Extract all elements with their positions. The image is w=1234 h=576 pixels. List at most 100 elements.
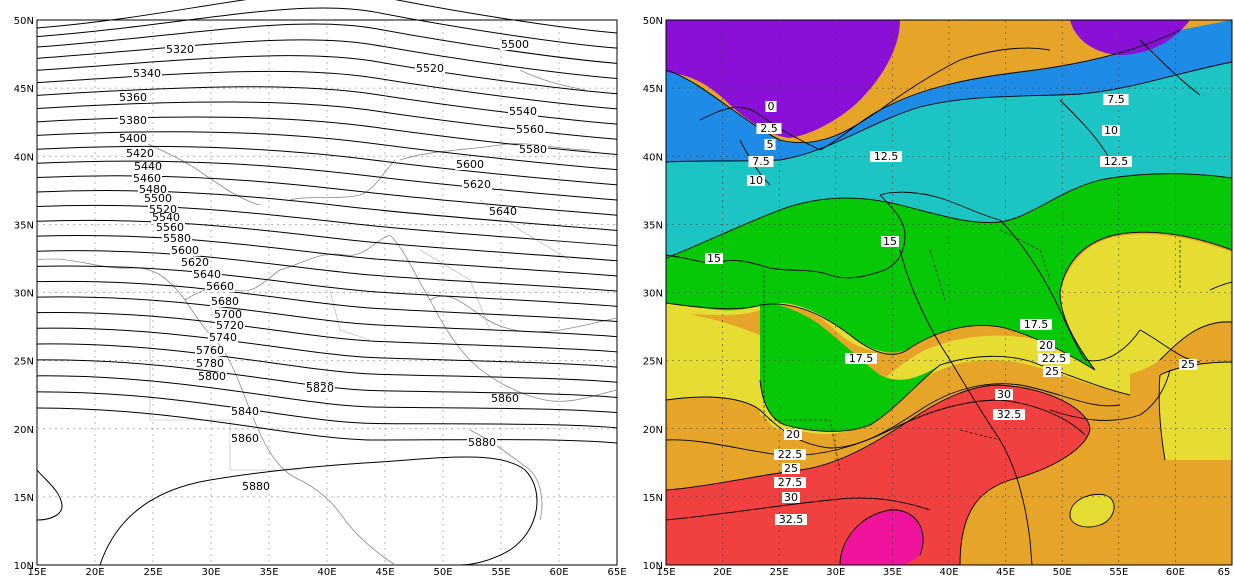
left-contour-label: 5700	[214, 308, 242, 321]
left-contour-label-bg	[125, 149, 155, 159]
left-contour-label-text: 5800	[198, 370, 226, 383]
right-contour-label: 7.5	[1107, 93, 1125, 106]
right-contour-label-bg	[1103, 94, 1129, 105]
left-contour-label-east: 5580	[519, 143, 547, 156]
right-contour-label: 30	[997, 388, 1011, 401]
right-contour-label-text: 12.5	[1104, 155, 1129, 168]
right-contour-label-bg	[756, 123, 782, 134]
left-contour-label-bg	[205, 282, 235, 292]
left-lon-tick: 55E	[491, 567, 510, 576]
right-lon-tick-text: 30E	[826, 567, 845, 576]
left-contour-label: 5320	[166, 43, 194, 56]
right-contour-label-text: 32.5	[997, 408, 1022, 421]
left-contour-label: 5440	[134, 160, 162, 173]
right-lat-tick-text: 45N	[643, 84, 663, 95]
left-contour-label: 5620	[181, 256, 209, 269]
left-lon-tick-text: 20E	[85, 567, 104, 576]
right-lon-tick: 35E	[883, 567, 902, 576]
left-contour-label-text: 5720	[216, 319, 244, 332]
right-contour-label: 12.5	[1104, 155, 1129, 168]
right-contour-label: 15	[707, 252, 721, 265]
right-contour-label-text: 20	[786, 428, 800, 441]
left-contour-label-text: 5420	[126, 147, 154, 160]
left-contour-label: 5680	[211, 295, 239, 308]
right-contour-label-bg	[775, 514, 807, 525]
right-contour-label: 20	[786, 428, 800, 441]
left-contour-label-bg	[230, 434, 260, 444]
left-contour-label: 5840	[231, 405, 259, 418]
left-gridlines	[37, 20, 617, 565]
left-contour-label: 5480	[139, 183, 167, 196]
left-lat-tick: 50N	[14, 16, 34, 27]
left-lon-tick: 50E	[433, 567, 452, 576]
left-contour-label-center-text: 5880	[242, 480, 270, 493]
left-contour-label-bg	[151, 213, 181, 223]
right-contour-label: 25	[1181, 358, 1195, 371]
right-lon-tick-text: 45E	[996, 567, 1015, 576]
right-contour-label-bg	[765, 101, 777, 112]
right-lat-tick: 15N	[643, 493, 663, 504]
left-lon-tick-text: 60E	[549, 567, 568, 576]
right-contour-label-bg	[1038, 353, 1070, 364]
right-contour-label-text: 0	[768, 100, 775, 113]
left-closed-contours	[36, 456, 538, 566]
right-lon-tick-text: 50E	[1053, 567, 1072, 576]
left-contour-label: 5720	[216, 319, 244, 332]
right-contour-label-bg	[1020, 319, 1052, 330]
left-contour-label: 5360	[119, 91, 147, 104]
left-lat-tick: 10N	[14, 561, 34, 572]
left-contour-label-bg	[208, 333, 238, 343]
left-contour-label: 5460	[133, 172, 161, 185]
right-contour-label: 30	[784, 491, 798, 504]
right-lat-tick-text: 50N	[643, 16, 663, 27]
left-contour-label-east-text: 5620	[463, 178, 491, 191]
left-lon-tick-text: 15E	[27, 567, 46, 576]
left-contour-label-text: 5380	[119, 114, 147, 127]
right-lat-tick-text: 15N	[643, 493, 663, 504]
right-contour-label: 32.5	[779, 513, 804, 526]
left-contour-label-text: 5560	[156, 221, 184, 234]
right-contour-label-bg	[1102, 125, 1120, 136]
left-contour-label-bg	[170, 246, 200, 256]
right-contour-label-text: 2.5	[760, 122, 778, 135]
left-lat-tick-text: 50N	[14, 16, 34, 27]
band-red	[666, 385, 1090, 565]
left-contour-label: 5760	[196, 344, 224, 357]
right-contour-label-text: 17.5	[1024, 318, 1049, 331]
right-lon-tick-text: 40E	[939, 567, 958, 576]
left-contour-label-east-text: 5860	[491, 392, 519, 405]
left-contour-label-text: 5540	[152, 211, 180, 224]
left-lat-tick-text: 35N	[14, 220, 34, 231]
right-contour-label: 17.5	[1024, 318, 1049, 331]
right-contour-label-bg	[1037, 340, 1055, 351]
right-lat-tick: 10N	[643, 561, 663, 572]
left-contour-label-bg	[132, 69, 162, 79]
right-contour-label: 10	[1104, 124, 1118, 137]
left-lon-tick: 35E	[259, 567, 278, 576]
left-contour-label-bg	[162, 234, 192, 244]
left-lat-tick: 15N	[14, 493, 34, 504]
left-contour-line	[36, 280, 618, 323]
right-map-panel: 02.557.51012.57.51012.5151517.517.52022.…	[643, 16, 1233, 576]
left-contour-labels: 5320534053605380540054205440546054805500…	[118, 38, 548, 493]
left-contour-label-east: 5860	[491, 392, 519, 405]
right-contour-label-bg	[995, 389, 1013, 400]
left-lon-tick-text: 65E	[607, 567, 626, 576]
band-purple	[666, 20, 900, 138]
left-contour-label-text: 5660	[206, 280, 234, 293]
left-contour-label-bg	[118, 134, 148, 144]
band-yellow	[666, 234, 1232, 376]
right-contour-label-text: 7.5	[1107, 93, 1125, 106]
left-contour-label-bg	[143, 194, 173, 204]
right-gridlines	[666, 20, 1232, 565]
left-contour-label-bg	[195, 359, 225, 369]
right-lon-tick: 30E	[826, 567, 845, 576]
left-lat-tick-text: 20N	[14, 425, 34, 436]
right-contour-label: 20	[1039, 339, 1053, 352]
left-contour-label-text: 5680	[211, 295, 239, 308]
left-lat-tick: 35N	[14, 220, 34, 231]
left-contour-label-text: 5600	[171, 244, 199, 257]
left-lat-tick-text: 45N	[14, 84, 34, 95]
